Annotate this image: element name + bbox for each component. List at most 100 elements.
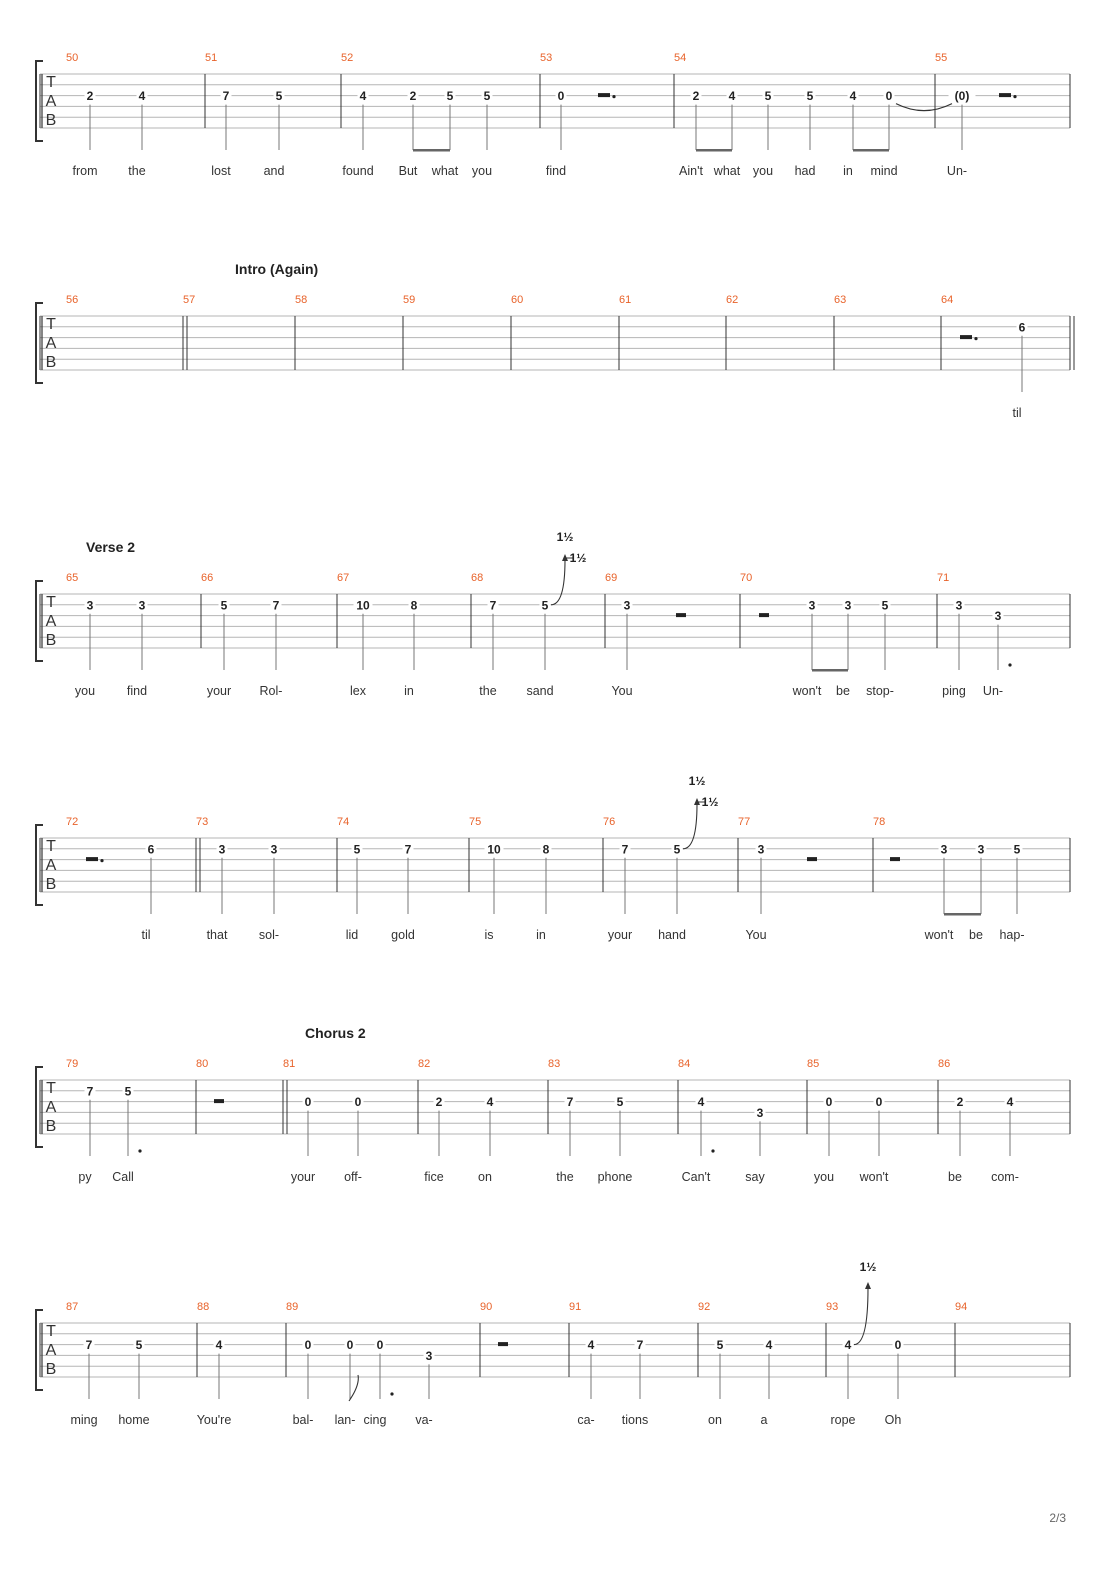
system-bracket [35, 60, 43, 142]
tab-system: TAB502from4the517lost5and524found2But5wh… [35, 52, 1071, 178]
lyric-syllable: Can't [682, 1170, 711, 1184]
lyric-syllable: You [611, 684, 632, 698]
fret-number: 5 [484, 89, 491, 103]
measure-number: 65 [66, 572, 78, 584]
fret-number: 3 [758, 842, 765, 856]
system-bracket [35, 824, 43, 906]
lyric-syllable: on [478, 1170, 492, 1184]
fret-number: 4 [139, 89, 146, 103]
slide-mark [348, 1374, 359, 1402]
fret-mask [892, 1337, 904, 1352]
fret-mask [847, 88, 859, 103]
tab-system: Verse 2TAB653you3find665your7Rol-6710lex… [35, 539, 1071, 698]
measure-number: 82 [418, 1058, 430, 1070]
fret-mask [726, 88, 738, 103]
lyric-syllable: You [745, 928, 766, 942]
lyric-syllable: til [141, 928, 150, 942]
fret-mask [555, 88, 567, 103]
lyric-syllable: ping [942, 684, 966, 698]
lyric-syllable: is [484, 928, 493, 942]
measure-number: 66 [201, 572, 213, 584]
fret-number: 5 [807, 89, 814, 103]
fret-mask [481, 88, 493, 103]
measure-number: 53 [540, 52, 552, 64]
fret-mask [83, 1337, 95, 1352]
bend-marking: 1½ [853, 1260, 876, 1346]
lyric-syllable: ming [70, 1413, 97, 1427]
measure-number: 74 [337, 816, 349, 828]
rest-dot [974, 337, 978, 341]
measure-number: 83 [548, 1058, 560, 1070]
tab-clef-letter: B [46, 112, 57, 129]
lyric-syllable: on [708, 1413, 722, 1427]
lyric-syllable: lid [346, 928, 359, 942]
lyric-syllable: say [745, 1170, 765, 1184]
fret-number: 7 [223, 89, 230, 103]
tab-system: TAB726til733that3sol-745lid7gold7510is8i… [35, 816, 1071, 942]
fret-mask [992, 608, 1004, 623]
fret-number: 5 [125, 1084, 132, 1098]
tab-clef-letter: B [46, 632, 57, 649]
fret-mask [352, 1094, 364, 1109]
fret-mask [351, 841, 363, 856]
lyric-syllable: lan- [335, 1413, 356, 1427]
fret-mask [634, 1337, 646, 1352]
beam [812, 669, 848, 672]
bend-arrow [865, 1282, 871, 1289]
tie-arc [895, 103, 953, 112]
measure-number: 88 [197, 1301, 209, 1313]
fret-number: 5 [765, 89, 772, 103]
section-title: Chorus 2 [305, 1025, 366, 1041]
beam [944, 913, 981, 916]
bend-release-amount: 1½ [570, 551, 587, 565]
lyric-syllable: the [479, 684, 496, 698]
fret-number: 0 [305, 1338, 312, 1352]
fret-number: 7 [86, 1338, 93, 1352]
fret-number: 0 [347, 1338, 354, 1352]
lyric-syllable: and [264, 164, 285, 178]
fret-number: 2 [410, 89, 417, 103]
fret-mask [216, 841, 228, 856]
lyric-syllable: bal- [293, 1413, 314, 1427]
lyric-syllable: Ain't [679, 164, 703, 178]
lyric-syllable: find [127, 684, 147, 698]
tab-clef-letter: A [46, 93, 57, 110]
lyric-syllable: sand [526, 684, 553, 698]
lyric-syllable: in [404, 684, 414, 698]
fret-mask [357, 88, 369, 103]
lyric-syllable: be [948, 1170, 962, 1184]
fret-mask [122, 1083, 134, 1098]
rest-symbol [676, 613, 686, 618]
section-title: Intro (Again) [235, 261, 318, 277]
rest-symbol [807, 857, 817, 862]
measure-number: 85 [807, 1058, 819, 1070]
fret-number: 5 [276, 89, 283, 103]
fret-number: 5 [674, 842, 681, 856]
lyric-syllable: tions [622, 1413, 648, 1427]
rest-symbol [890, 857, 900, 862]
fret-mask [763, 1337, 775, 1352]
tab-clef-letter: T [46, 316, 56, 333]
measure-number: 55 [935, 52, 947, 64]
fret-mask [136, 597, 148, 612]
duration-dot [711, 1149, 715, 1153]
fret-number: 3 [845, 598, 852, 612]
fret-mask [883, 88, 895, 103]
fret-mask [879, 597, 891, 612]
fret-number: 4 [216, 1338, 223, 1352]
measure-number: 79 [66, 1058, 78, 1070]
lyric-syllable: til [1012, 406, 1021, 420]
fret-mask [539, 597, 551, 612]
lyric-syllable: Rol- [260, 684, 283, 698]
fret-number: 0 [377, 1338, 384, 1352]
fret-mask [353, 597, 373, 612]
fret-number: 5 [447, 89, 454, 103]
fret-number: 6 [148, 842, 155, 856]
fret-number: (0) [955, 89, 970, 103]
fret-mask [806, 597, 818, 612]
fret-mask [1016, 319, 1028, 334]
fret-number: 4 [850, 89, 857, 103]
fret-mask [695, 1094, 707, 1109]
